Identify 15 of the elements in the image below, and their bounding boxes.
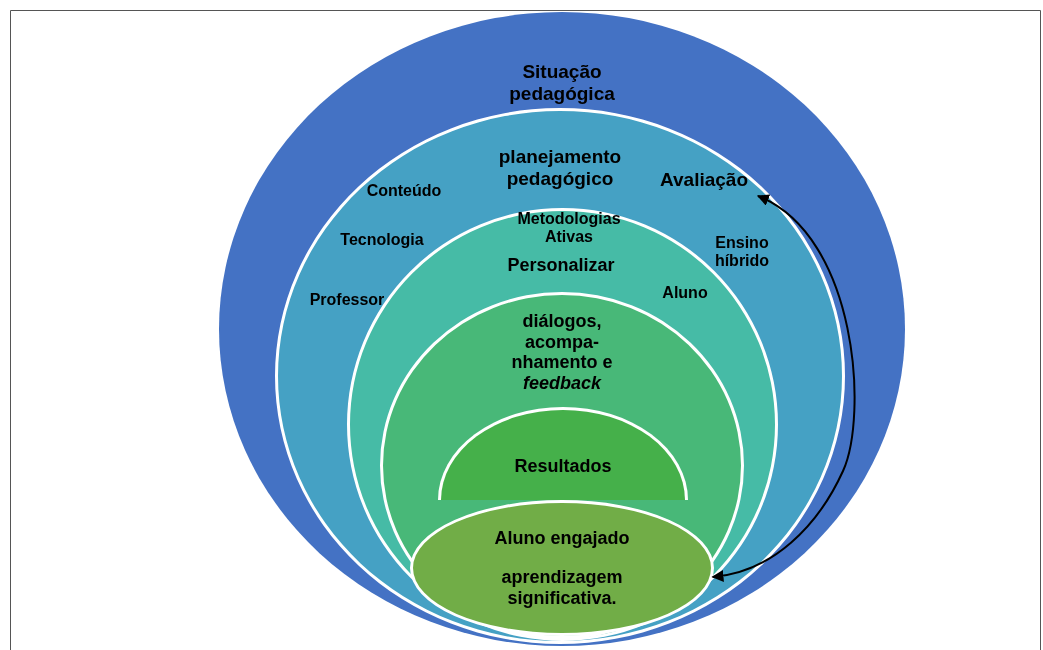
ellipse-label: Aluno engajado — [493, 527, 631, 549]
ellipse-label: aprendizagem significativa. — [500, 567, 624, 609]
ring-title: planejamento pedagógico — [497, 146, 623, 190]
curved-arrow — [711, 195, 856, 582]
node-label: Avaliação — [659, 168, 749, 192]
ring-label: Professor — [308, 290, 386, 310]
ring-title: diálogos, acompa- nhamento e feedback — [510, 310, 614, 394]
ring-label: Metodologias Ativas — [516, 209, 622, 247]
ring-label: Ensino híbrido — [713, 233, 771, 271]
ring-title: Resultados — [513, 455, 613, 477]
ring-title: Personalizar — [506, 254, 616, 276]
ring-label: Aluno — [661, 283, 709, 303]
ring-title: Situação pedagógica — [508, 61, 616, 105]
ring-label: Conteúdo — [365, 181, 443, 201]
ring-label: Tecnologia — [339, 230, 425, 250]
